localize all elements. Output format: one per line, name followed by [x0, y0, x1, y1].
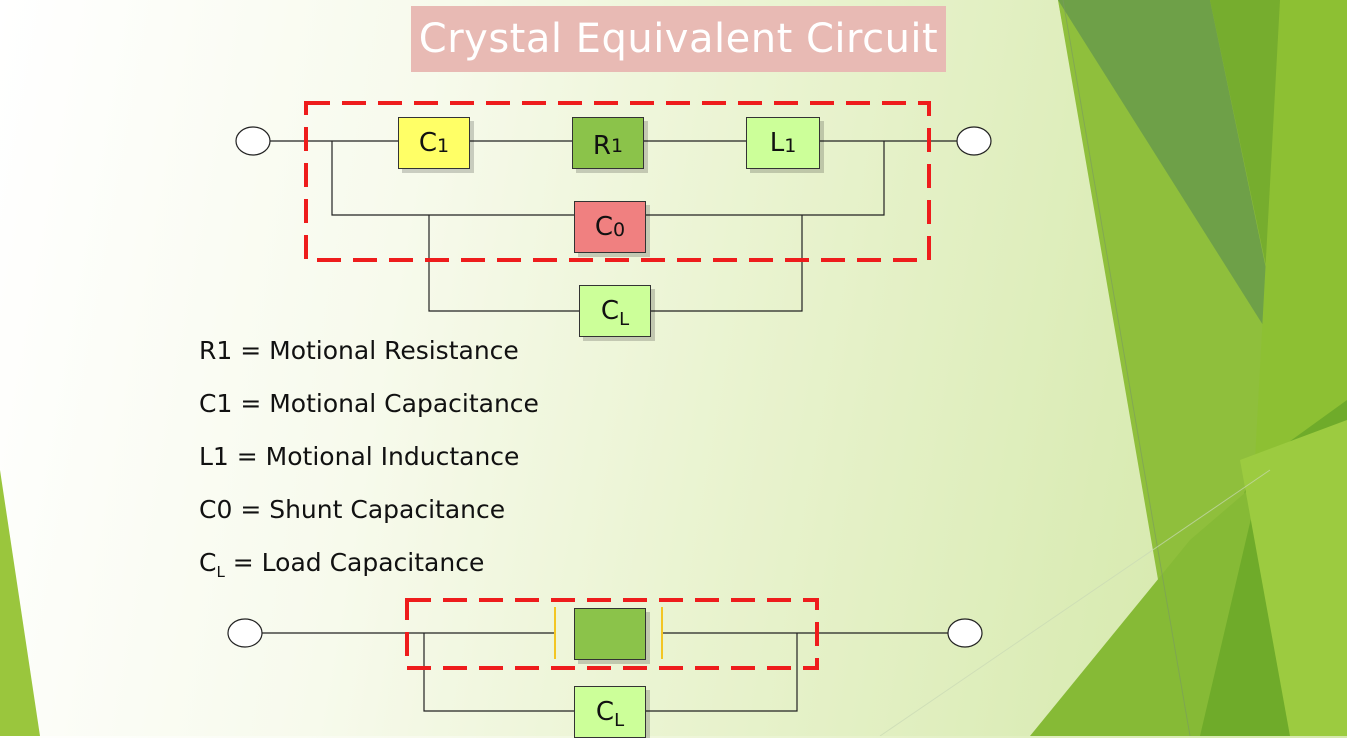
page-title: Crystal Equivalent Circuit: [411, 6, 946, 72]
legend-item: C0 = Shunt Capacitance: [199, 495, 506, 524]
legend-item: R1 = Motional Resistance: [199, 336, 519, 365]
legend-item: CL = Load Capacitance: [199, 548, 485, 581]
crystal-boundary-top: [304, 101, 931, 262]
terminal-right-bottom: [947, 618, 983, 648]
wire: [423, 633, 574, 712]
crystal-body: [574, 608, 646, 660]
wire: [644, 141, 885, 216]
wire: [644, 633, 798, 712]
wire: [428, 215, 579, 312]
legend-item: L1 = Motional Inductance: [199, 442, 520, 471]
wire: [649, 215, 803, 312]
terminal-left-bottom: [227, 618, 263, 648]
crystal-boundary-bottom: [405, 598, 819, 670]
wire: [331, 141, 574, 216]
legend-item: C1 = Motional Capacitance: [199, 389, 539, 418]
terminal-right-top: [956, 126, 992, 156]
terminal-left-top: [235, 126, 271, 156]
